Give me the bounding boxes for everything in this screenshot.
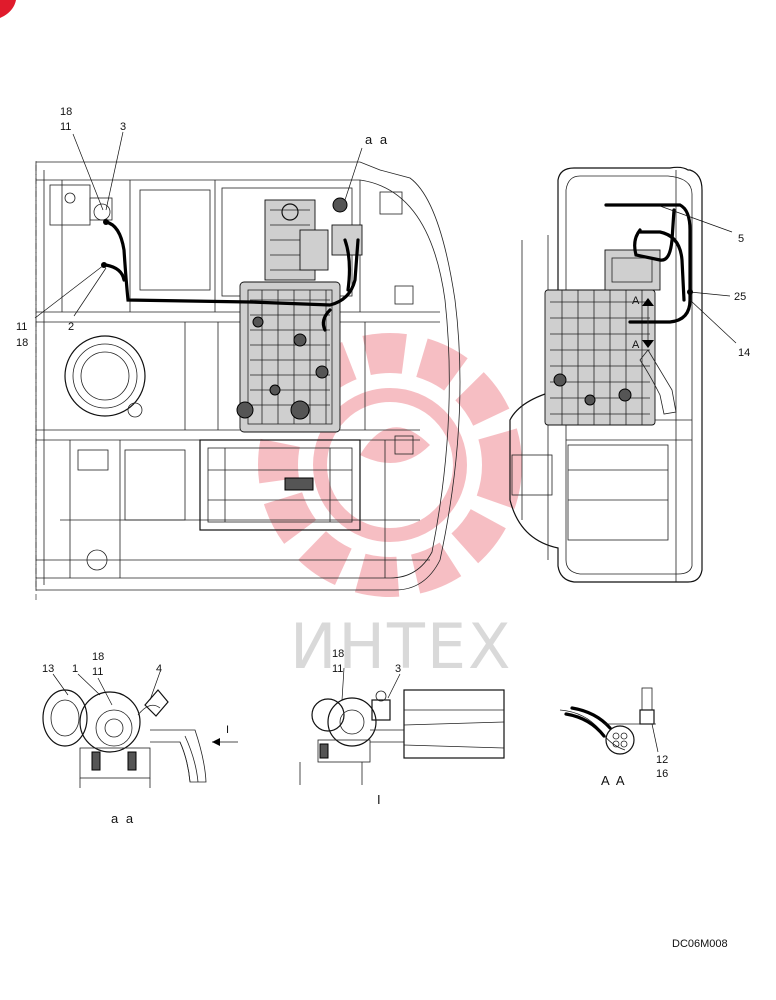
section-marker-A-top: A bbox=[632, 295, 640, 307]
engine-side bbox=[544, 249, 661, 426]
callout-18-I: 18 bbox=[332, 648, 344, 660]
callout-aa-top: a a bbox=[365, 132, 389, 147]
detail-AA: 12 16 A A bbox=[559, 687, 668, 788]
callout-11-I: 11 bbox=[332, 663, 343, 675]
detail-aa-caption: a a bbox=[111, 811, 135, 826]
callout-18-aa: 18 bbox=[92, 651, 104, 663]
detail-AA-caption: A A bbox=[601, 773, 627, 788]
callout-4: 4 bbox=[156, 663, 162, 675]
callout-1: 1 bbox=[72, 663, 78, 675]
callout-12: 12 bbox=[656, 754, 668, 766]
drawing-code: DC06M008 bbox=[672, 938, 728, 950]
callout-16: 16 bbox=[656, 768, 668, 780]
watermark-text: ИНТЕХ bbox=[290, 610, 513, 683]
main-view: 18 11 3 a a 11 18 2 bbox=[16, 106, 461, 600]
engine-block bbox=[236, 197, 363, 433]
callout-14: 14 bbox=[738, 347, 750, 359]
callout-3-I: 3 bbox=[395, 663, 401, 675]
detail-I: 18 11 3 I bbox=[299, 648, 505, 807]
callout-18-top: 18 bbox=[60, 106, 72, 118]
callout-11-left: 11 bbox=[16, 321, 27, 333]
callout-13: 13 bbox=[42, 663, 54, 675]
side-view: A A 5 25 14 bbox=[509, 166, 750, 583]
callout-25: 25 bbox=[734, 291, 746, 303]
callout-3-top: 3 bbox=[120, 121, 126, 133]
callout-11-top: 11 bbox=[60, 121, 71, 133]
callout-2-left: 2 bbox=[68, 321, 74, 333]
section-marker-A-bottom: A bbox=[632, 339, 640, 351]
detail-aa: 13 1 18 11 4 I a a bbox=[42, 651, 238, 826]
detail-I-caption: I bbox=[377, 792, 383, 807]
callout-11-aa: 11 bbox=[92, 666, 103, 678]
callout-18-left: 18 bbox=[16, 337, 28, 349]
callout-5: 5 bbox=[738, 233, 744, 245]
corner-logo-mark bbox=[0, 0, 16, 18]
view-marker-I: I bbox=[226, 724, 229, 736]
